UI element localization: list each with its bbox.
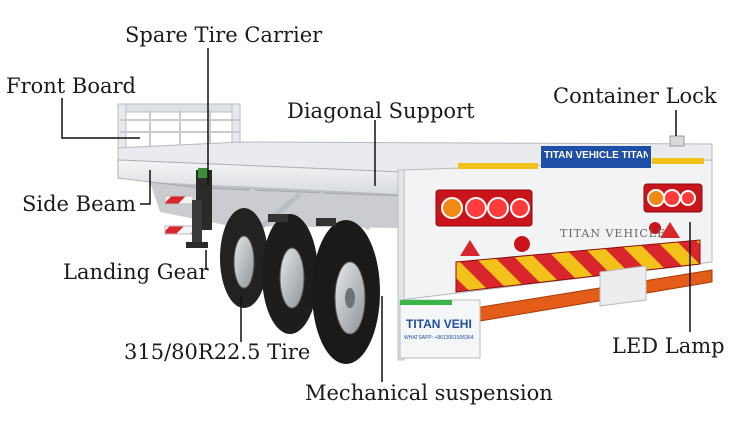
tires xyxy=(220,208,380,364)
led-lamp-left xyxy=(435,189,533,227)
leader-lines xyxy=(61,48,691,382)
mudflaps xyxy=(399,265,647,359)
landing-gear xyxy=(186,200,208,248)
container-lock xyxy=(669,135,685,147)
label-landing-gear: Landing Gear xyxy=(63,260,209,284)
brand-banner-text: TITAN VEHICLE TITAN VEHICLE xyxy=(544,151,648,161)
label-led-lamp: LED Lamp xyxy=(612,334,725,358)
label-container-lock: Container Lock xyxy=(553,84,717,108)
led-lamp-right xyxy=(643,183,703,213)
label-spare-tire-carrier: Spare Tire Carrier xyxy=(125,23,323,47)
label-mechanical-suspension: Mechanical suspension xyxy=(305,381,553,405)
label-diagonal-support: Diagonal Support xyxy=(287,99,475,123)
rear-hazard-stripes xyxy=(455,239,701,293)
mudflap-brand-text: TITAN VEHI xyxy=(406,317,472,331)
label-tire: 315/80R22.5 Tire xyxy=(124,340,311,364)
rear-brand-text: TITAN VEHICLE xyxy=(560,227,667,240)
brand-banner-bg xyxy=(541,146,651,168)
mudflap-whatsapp-text: WHATSAPP: +8613061506364 xyxy=(404,335,474,341)
mechanical-suspension-parts xyxy=(268,214,336,226)
label-front-board: Front Board xyxy=(6,74,136,98)
label-side-beam: Side Beam xyxy=(22,192,136,216)
